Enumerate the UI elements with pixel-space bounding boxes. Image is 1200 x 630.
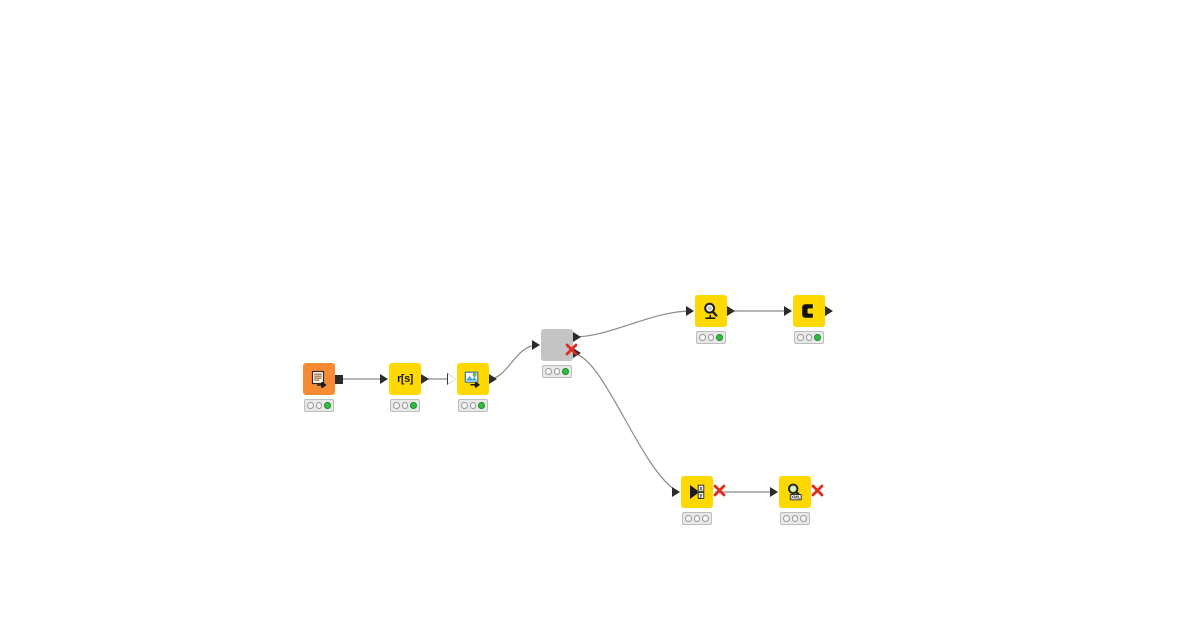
status-lamp-2-off [800, 515, 808, 522]
port-triangle-icon [573, 348, 581, 358]
port-triangle-icon [421, 374, 429, 384]
error-cross-icon [713, 484, 726, 497]
status-lamp-1-off [315, 402, 323, 409]
search-query-node-status-bar [696, 331, 726, 344]
port-triangle-icon [825, 306, 833, 316]
status-lamp-1-off [707, 334, 715, 341]
r-snippet-node[interactable]: r[s] [389, 363, 421, 395]
status-lamp-0-off [797, 334, 804, 341]
status-lamp-2-green [324, 402, 332, 409]
xml-search-node-status-bar [780, 512, 810, 525]
status-lamp-1-off [469, 402, 477, 409]
port-triangle-icon [686, 306, 694, 316]
search-query-node[interactable] [695, 295, 727, 327]
file-reader-icon [311, 370, 327, 389]
image-writer-node[interactable] [457, 363, 489, 395]
status-lamp-0-off [461, 402, 468, 409]
port-triangle-icon [784, 306, 792, 316]
status-lamp-1-off [401, 402, 409, 409]
svg-text:y: y [700, 493, 703, 499]
r-snippet-label: r[s] [397, 372, 413, 385]
status-lamp-0-off [699, 334, 706, 341]
status-lamp-2-green [478, 402, 486, 409]
error-cross-icon [565, 343, 578, 356]
file-reader-node-status-bar [304, 399, 334, 412]
status-lamp-0-off [307, 402, 314, 409]
port-triangle-icon [489, 374, 497, 384]
connection-metanode-to-funnel[interactable] [572, 352, 679, 493]
status-lamp-0-off [393, 402, 400, 409]
r-snippet-node-status-bar [390, 399, 420, 412]
port-triangle-icon [380, 374, 388, 384]
connection-metanode-to-search[interactable] [572, 310, 693, 338]
port-triangle-icon [532, 340, 540, 350]
funnel-transform-node-error-marker [713, 484, 726, 497]
status-lamp-2-green [410, 402, 418, 409]
status-lamp-0-off [545, 368, 552, 375]
image-writer-node-status-bar [458, 399, 488, 412]
svg-text:XML: XML [791, 495, 801, 500]
port-triangle-icon [727, 306, 735, 316]
funnel-icon: xy [690, 484, 705, 499]
port-triangle-icon [770, 487, 778, 497]
svg-text:x: x [700, 486, 703, 492]
error-cross-icon [811, 484, 824, 497]
status-lamp-1-off [791, 515, 799, 522]
bracket-group-node-status-bar [794, 331, 824, 344]
status-lamp-1-off [693, 515, 701, 522]
funnel-transform-node-status-bar [682, 512, 712, 525]
image-export-icon [464, 371, 480, 388]
status-lamp-0-off [783, 515, 790, 522]
status-lamp-2-green [562, 368, 570, 375]
status-lamp-0-off [685, 515, 692, 522]
port-triangle-icon [672, 487, 680, 497]
status-lamp-1-off [553, 368, 561, 375]
status-lamp-2-off [702, 515, 710, 522]
port-triangle-icon [573, 332, 581, 342]
file-reader-node[interactable] [303, 363, 335, 395]
magnifier-xml-icon: XML [787, 483, 802, 501]
status-lamp-2-green [814, 334, 822, 341]
xml-search-node[interactable]: XML [779, 476, 811, 508]
port-triangle-icon [448, 374, 456, 384]
status-lamp-1-off [805, 334, 813, 341]
bracket-icon [802, 304, 813, 318]
blank-metanode-icon [547, 335, 567, 355]
bracket-group-node[interactable] [793, 295, 825, 327]
status-lamp-2-green [716, 334, 724, 341]
xml-search-node-error-marker [811, 484, 824, 497]
magnifier-icon [704, 302, 718, 319]
port-square-icon [335, 374, 343, 384]
metanode-error-marker [565, 343, 578, 356]
metanode-status-bar [542, 365, 572, 378]
